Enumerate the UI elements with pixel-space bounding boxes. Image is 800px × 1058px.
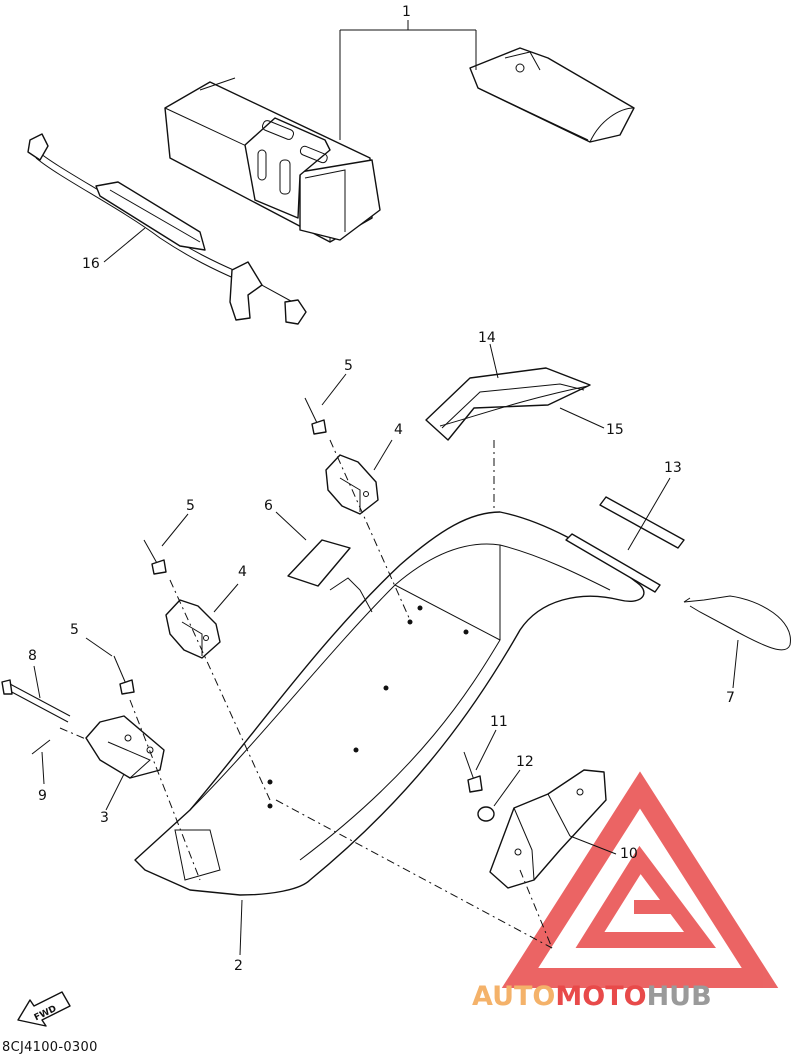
leader-5b <box>161 513 189 547</box>
callout-12: 12 <box>516 754 534 770</box>
leader-11 <box>475 729 497 771</box>
leader-1 <box>339 20 477 140</box>
leader-12 <box>493 769 521 807</box>
forward-arrow: FWD <box>17 991 71 1027</box>
leader-5a <box>321 373 347 406</box>
stay-bracket <box>489 769 607 889</box>
bracket-upper <box>325 454 379 515</box>
leader-14 <box>489 343 499 379</box>
callout-6: 6 <box>264 498 273 514</box>
leader-8 <box>33 665 41 699</box>
screw-upper <box>304 397 327 435</box>
callout-10: 10 <box>620 846 638 862</box>
watermark-text: AUTOMOTOHUB <box>472 981 712 1012</box>
long-bolt <box>1 679 71 723</box>
callout-14: 14 <box>478 330 496 346</box>
centerline-10b <box>519 869 553 949</box>
screw-middle <box>143 539 167 575</box>
callout-7: 7 <box>726 690 735 706</box>
leader-10 <box>569 835 617 855</box>
callout-11: 11 <box>490 714 508 730</box>
nut <box>477 806 495 822</box>
watermark-auto: AUTO <box>472 981 555 1012</box>
callout-2: 2 <box>234 958 243 974</box>
cotter-pin <box>31 739 51 755</box>
leader-3 <box>105 773 125 811</box>
centerline-8 <box>59 727 89 741</box>
callout-15: 15 <box>606 422 624 438</box>
leader-4b <box>213 583 239 613</box>
callout-1: 1 <box>402 4 411 20</box>
callout-5b: 5 <box>186 498 195 514</box>
leader-13 <box>627 477 671 551</box>
callout-9: 9 <box>38 788 47 804</box>
drawing-code: 8CJ4100-0300 <box>2 1040 98 1055</box>
watermark-logo <box>501 771 779 988</box>
leader-16 <box>103 227 146 263</box>
centerline-4a <box>329 439 411 621</box>
caution-label <box>287 539 351 587</box>
helmet-holder-wire <box>683 595 791 651</box>
watermark-hub: HUB <box>647 981 712 1012</box>
screw-lower <box>113 655 135 695</box>
seat-lock-cable <box>27 133 307 325</box>
callout-5c: 5 <box>70 622 79 638</box>
centerline-3 <box>129 699 201 881</box>
watermark-moto: MOTO <box>555 981 646 1012</box>
centerline-10 <box>275 799 553 949</box>
callout-3: 3 <box>100 810 109 826</box>
tool-pouch <box>469 47 635 143</box>
hinge-bracket <box>85 715 165 779</box>
callout-16: 16 <box>82 256 100 272</box>
emblem-strip <box>425 367 591 441</box>
callout-4a: 4 <box>394 422 403 438</box>
leader-7 <box>732 639 739 689</box>
trim-tube <box>565 496 685 593</box>
leader-6 <box>275 511 307 541</box>
bracket-lower <box>165 599 221 659</box>
callout-4b: 4 <box>238 564 247 580</box>
leader-4a <box>373 439 393 471</box>
centerline-4b <box>169 579 271 801</box>
small-bolt <box>463 751 483 793</box>
rear-fender <box>134 511 645 896</box>
callout-8: 8 <box>28 648 37 664</box>
tool-bag <box>164 77 381 243</box>
leader-15 <box>559 407 605 429</box>
leader-2 <box>239 899 243 956</box>
leader-6b <box>329 577 373 613</box>
callout-13: 13 <box>664 460 682 476</box>
callout-5a: 5 <box>344 358 353 374</box>
leader-5c <box>85 637 113 657</box>
leader-9 <box>41 751 45 785</box>
